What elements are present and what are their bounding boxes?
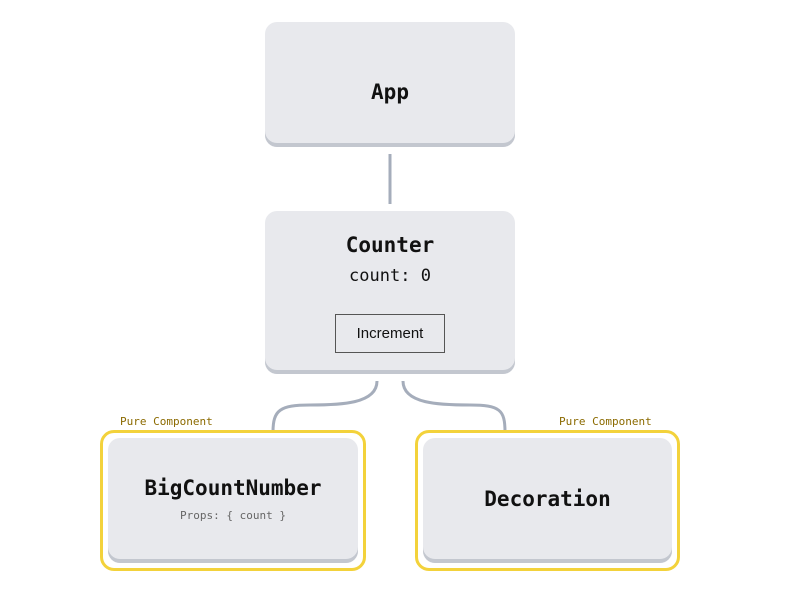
decoration-title: Decoration <box>484 487 611 511</box>
connector-counter-bigcountnumber <box>271 380 379 433</box>
bigcountnumber-title: BigCountNumber <box>144 476 322 500</box>
pure-component-label-bigcountnumber: Pure Component <box>120 415 213 428</box>
connector-counter-decoration <box>401 380 507 433</box>
counter-state: count: 0 <box>349 266 431 286</box>
app-node: App <box>265 22 515 147</box>
bigcountnumber-node: BigCountNumber Props: { count } <box>108 438 358 563</box>
bigcountnumber-props: Props: { count } <box>180 509 286 522</box>
pure-component-highlight-bigcountnumber <box>100 430 366 571</box>
pure-component-highlight-decoration <box>415 430 680 571</box>
increment-button[interactable]: Increment <box>335 314 445 353</box>
app-title: App <box>371 80 409 104</box>
pure-component-label-decoration: Pure Component <box>559 415 652 428</box>
counter-title: Counter <box>345 233 435 257</box>
counter-node: Counter count: 0 Increment <box>265 211 515 374</box>
decoration-node: Decoration <box>423 438 672 563</box>
